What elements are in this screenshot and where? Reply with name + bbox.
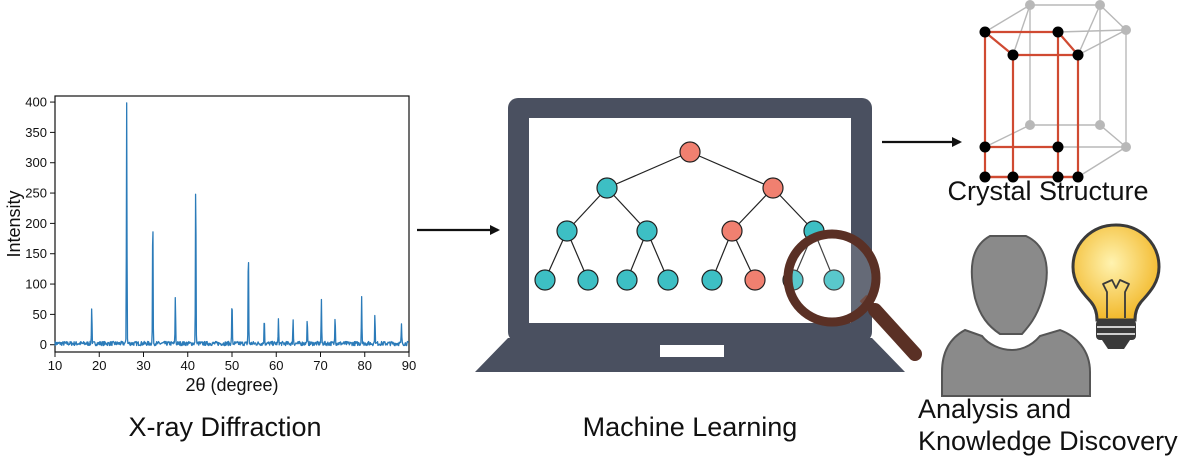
xrd-x-axis: 10 20 30 40 50 60 70 80 90 <box>48 352 416 373</box>
lattice-atom <box>1121 142 1131 152</box>
tree-node <box>577 269 599 291</box>
lattice-edge <box>1099 124 1127 148</box>
lightbulb-tip <box>1102 340 1130 349</box>
xrd-y-tick-label: 50 <box>33 307 47 322</box>
xrd-y-tick-label: 300 <box>25 155 47 170</box>
lattice-atom <box>1025 120 1035 130</box>
unit-cell-atom <box>1052 141 1064 153</box>
xrd-caption: X-ray Diffraction <box>128 412 321 442</box>
lattice-edge <box>1077 4 1101 56</box>
xrd-pattern-line <box>54 102 410 347</box>
tree-node <box>744 269 766 291</box>
tree-edge <box>689 151 774 189</box>
unit-cell-atom <box>979 26 991 38</box>
lattice-edge <box>1012 4 1031 56</box>
unit-cell-edge <box>984 31 1014 56</box>
analysis-caption-line1: Analysis and <box>918 394 1071 424</box>
tree-node <box>556 220 578 242</box>
unit-cell-atom <box>1072 49 1084 61</box>
xrd-x-tick-label: 40 <box>181 358 195 373</box>
lattice-atom <box>1121 25 1131 35</box>
tree-node <box>616 269 638 291</box>
xrd-x-tick-label: 50 <box>225 358 239 373</box>
lightbulb-glass <box>1071 223 1161 322</box>
unit-cell-atom <box>1007 49 1019 61</box>
unit-cell-atom <box>979 171 991 183</box>
tree-node <box>823 269 845 291</box>
unit-cell-atom <box>1072 171 1084 183</box>
tree-node <box>657 269 679 291</box>
xrd-x-tick-label: 80 <box>358 358 372 373</box>
lattice-edge <box>1077 29 1127 56</box>
xrd-x-tick-label: 60 <box>269 358 283 373</box>
xrd-x-tick-label: 10 <box>48 358 62 373</box>
xrd-chart: 0 50 100 150 200 250 300 350 400 10 20 30 40 50 60 70 8… <box>4 95 416 442</box>
magnifier-handle <box>868 303 922 361</box>
ml-caption: Machine Learning <box>583 412 798 442</box>
decision-tree <box>534 141 845 291</box>
xrd-y-tick-label: 350 <box>25 125 47 140</box>
lightbulb-base <box>1096 320 1136 340</box>
xrd-y-axis: 0 50 100 150 200 250 300 350 400 <box>25 95 55 352</box>
tree-node <box>721 220 743 242</box>
xrd-x-axis-label: 2θ (degree) <box>185 375 278 395</box>
tree-node <box>534 269 556 291</box>
lattice-atom <box>1095 120 1105 130</box>
person-body <box>941 328 1091 397</box>
xrd-y-axis-label: Intensity <box>4 190 24 257</box>
lattice-edge <box>1077 146 1127 178</box>
tree-node <box>596 177 618 199</box>
tree-nodes <box>534 141 845 291</box>
unit-cell-atom <box>1007 171 1019 183</box>
lattice-atom <box>1025 0 1035 10</box>
magnifying-glass-icon <box>783 229 922 361</box>
tree-node <box>762 177 784 199</box>
lattice-edge <box>1099 4 1127 31</box>
lattice-atom <box>1095 0 1105 10</box>
xrd-y-tick-label: 250 <box>25 186 47 201</box>
tree-node <box>636 220 658 242</box>
xrd-x-tick-label: 90 <box>402 358 416 373</box>
xrd-y-tick-label: 200 <box>25 216 47 231</box>
xrd-y-tick-label: 150 <box>25 246 47 261</box>
person-head <box>970 235 1048 335</box>
unit-cell-atom <box>1052 171 1064 183</box>
xrd-y-tick-label: 100 <box>25 277 47 292</box>
person-icon <box>941 235 1091 397</box>
lightbulb-filament <box>1102 279 1130 318</box>
tree-node <box>701 269 723 291</box>
tree-edge <box>606 151 691 189</box>
xrd-x-tick-label: 30 <box>136 358 150 373</box>
lattice-edge <box>984 124 1031 148</box>
xrd-y-tick-label: 400 <box>25 95 47 110</box>
crystal-caption: Crystal Structure <box>947 176 1148 206</box>
unit-cell-atom <box>979 141 991 153</box>
analysis-caption-line2: Knowledge Discovery <box>918 426 1178 456</box>
laptop-touchpad <box>660 345 724 357</box>
xrd-x-tick-label: 70 <box>313 358 327 373</box>
magnifier-lens <box>783 229 881 327</box>
xrd-y-tick-label: 0 <box>40 337 47 352</box>
lattice-edge <box>1057 29 1127 33</box>
lattice-edge <box>984 4 1031 33</box>
lightbulb-icon <box>1071 223 1161 349</box>
xrd-x-tick-label: 20 <box>92 358 106 373</box>
crystal-structure-icon <box>979 0 1131 183</box>
tree-node <box>679 141 701 163</box>
unit-cell-atom <box>1052 26 1064 38</box>
